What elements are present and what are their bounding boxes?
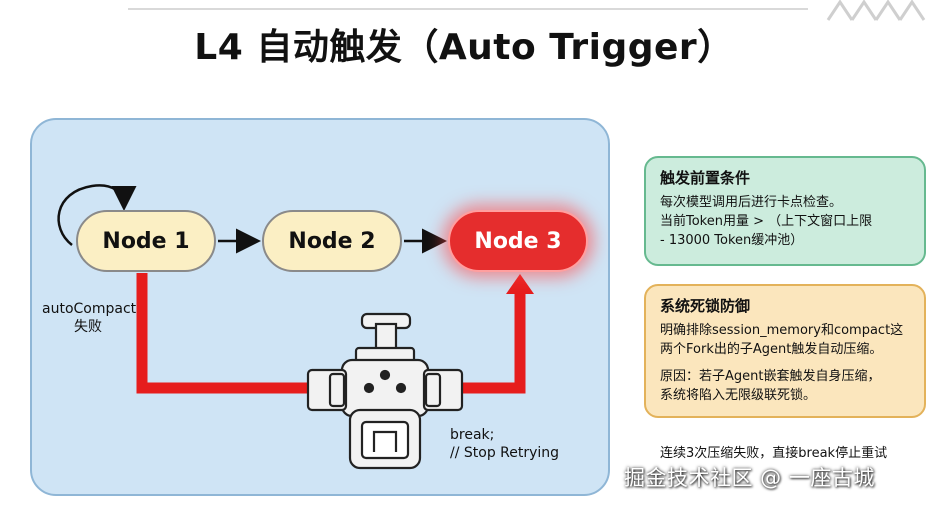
valve-icon (306, 312, 464, 470)
precondition-line-2: 当前Token用量 > （上下文窗口上限 (660, 214, 873, 229)
deadlock-line-1: 明确排除session_memory和compact这 (660, 323, 904, 338)
node-3-label: Node 3 (474, 228, 562, 254)
precondition-card: 触发前置条件 每次模型调用后进行卡点检查。 当前Token用量 > （上下文窗口… (644, 156, 926, 266)
node-2-label: Node 2 (288, 228, 376, 254)
corner-decoration (826, 0, 926, 21)
break-line-2: // Stop Retrying (450, 445, 560, 461)
node-2: Node 2 (262, 210, 402, 272)
node-1: Node 1 (76, 210, 216, 272)
node-3: Node 3 (448, 210, 588, 272)
page-title: L4 自动触发（Auto Trigger） (194, 27, 734, 68)
auto-compact-line-2: 失败 (74, 319, 102, 335)
break-line-1: break; (450, 427, 495, 443)
self-loop-arrow (57, 184, 137, 246)
deadlock-reason-line-2: 系统将陷入无限级联死锁。 (660, 388, 817, 403)
deadlock-title: 系统死锁防御 (660, 297, 751, 315)
watermark: 掘金技术社区 @ 一座古城 (624, 466, 875, 490)
deadlock-card: 系统死锁防御 明确排除session_memory和compact这 两个For… (644, 284, 926, 418)
retry-arrow-head (506, 274, 534, 294)
auto-compact-line-1: autoCompact (42, 301, 137, 317)
header-rule (128, 8, 808, 10)
deadlock-line-2: 两个Fork出的子Agent触发自动压缩。 (660, 342, 883, 357)
footnote: 连续3次压缩失败，直接break停止重试 (660, 446, 888, 461)
precondition-line-1: 每次模型调用后进行卡点检查。 (660, 195, 843, 210)
break-label: break; // Stop Retrying (450, 426, 559, 462)
diagram-lines (57, 184, 534, 470)
node-1-label: Node 1 (102, 228, 190, 254)
deadlock-reason-line-1: 原因：若子Agent嵌套触发自身压缩， (660, 369, 881, 384)
auto-compact-label: autoCompact 失败 (42, 300, 137, 336)
precondition-line-3: - 13000 Token缓冲池） (660, 233, 804, 248)
flow-diagram: Node 1 Node 2 Node 3 autoCompact 失败 brea… (30, 118, 610, 496)
precondition-title: 触发前置条件 (660, 169, 751, 187)
